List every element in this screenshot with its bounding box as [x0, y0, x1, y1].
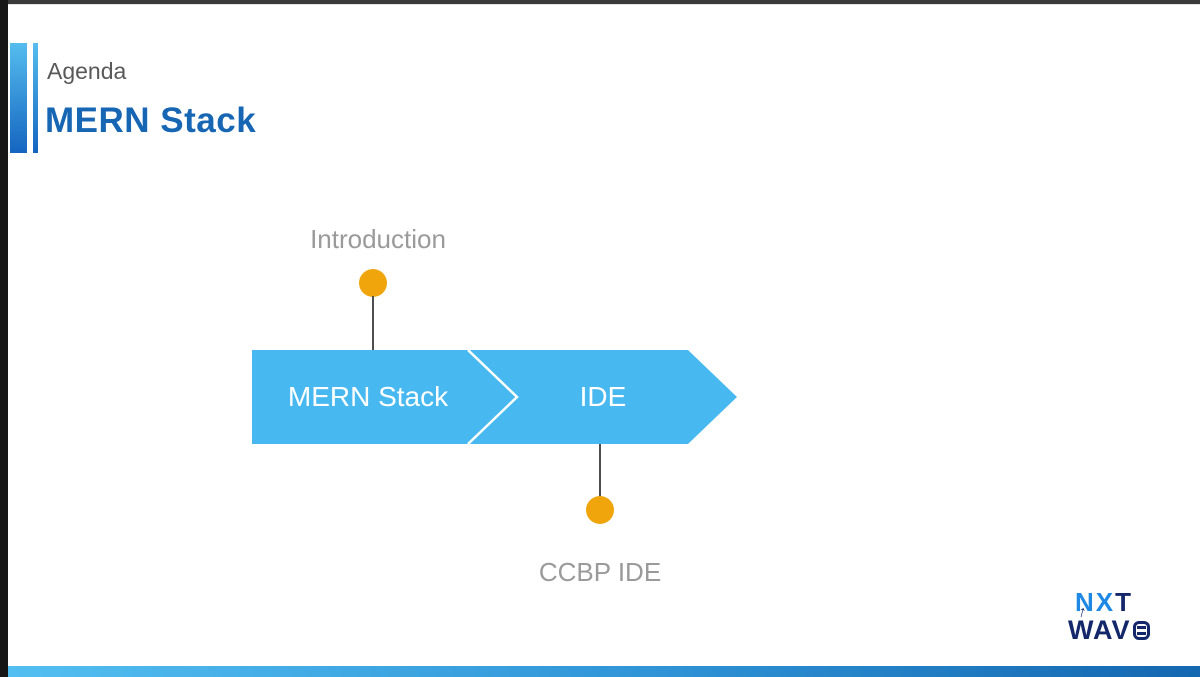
frame-top-strip: [0, 0, 1200, 4]
logo-letters-nx: NX: [1075, 587, 1116, 617]
logo-letters-wav: WAV: [1068, 615, 1131, 646]
callout-label-bottom: CCBP IDE: [538, 557, 662, 587]
callout-label-top: Introduction: [310, 224, 446, 254]
logo-line-nxt: NXT: [1075, 587, 1192, 617]
page-title: MERN Stack: [45, 101, 257, 140]
callout-connector-line: [599, 444, 601, 498]
process-arrow-shape: MERN Stack IDE: [252, 350, 737, 444]
frame-left-strip: [0, 0, 8, 677]
logo-letter-t: T: [1115, 587, 1134, 617]
frame-top-divider: [0, 4, 1200, 5]
title-accent-bar-wide: [10, 43, 27, 153]
segment-divider-chevron-icon: [467, 350, 519, 444]
footer-gradient-bar: [8, 666, 1200, 677]
arrow-segment-label: IDE: [579, 381, 627, 412]
nxtwave-logo: NXT ↑WAV: [1068, 587, 1192, 646]
arrow-segment-label: MERN Stack: [287, 381, 449, 412]
callout-dot-icon: [359, 269, 387, 297]
logo-e-glyph-icon: [1132, 621, 1150, 641]
callout-connector-line: [372, 296, 374, 350]
callout-dot-icon: [586, 496, 614, 524]
logo-line-wave: ↑WAV: [1068, 603, 1192, 646]
slide-eyebrow: Agenda: [47, 58, 127, 84]
title-accent-bar-thin: [33, 43, 38, 153]
